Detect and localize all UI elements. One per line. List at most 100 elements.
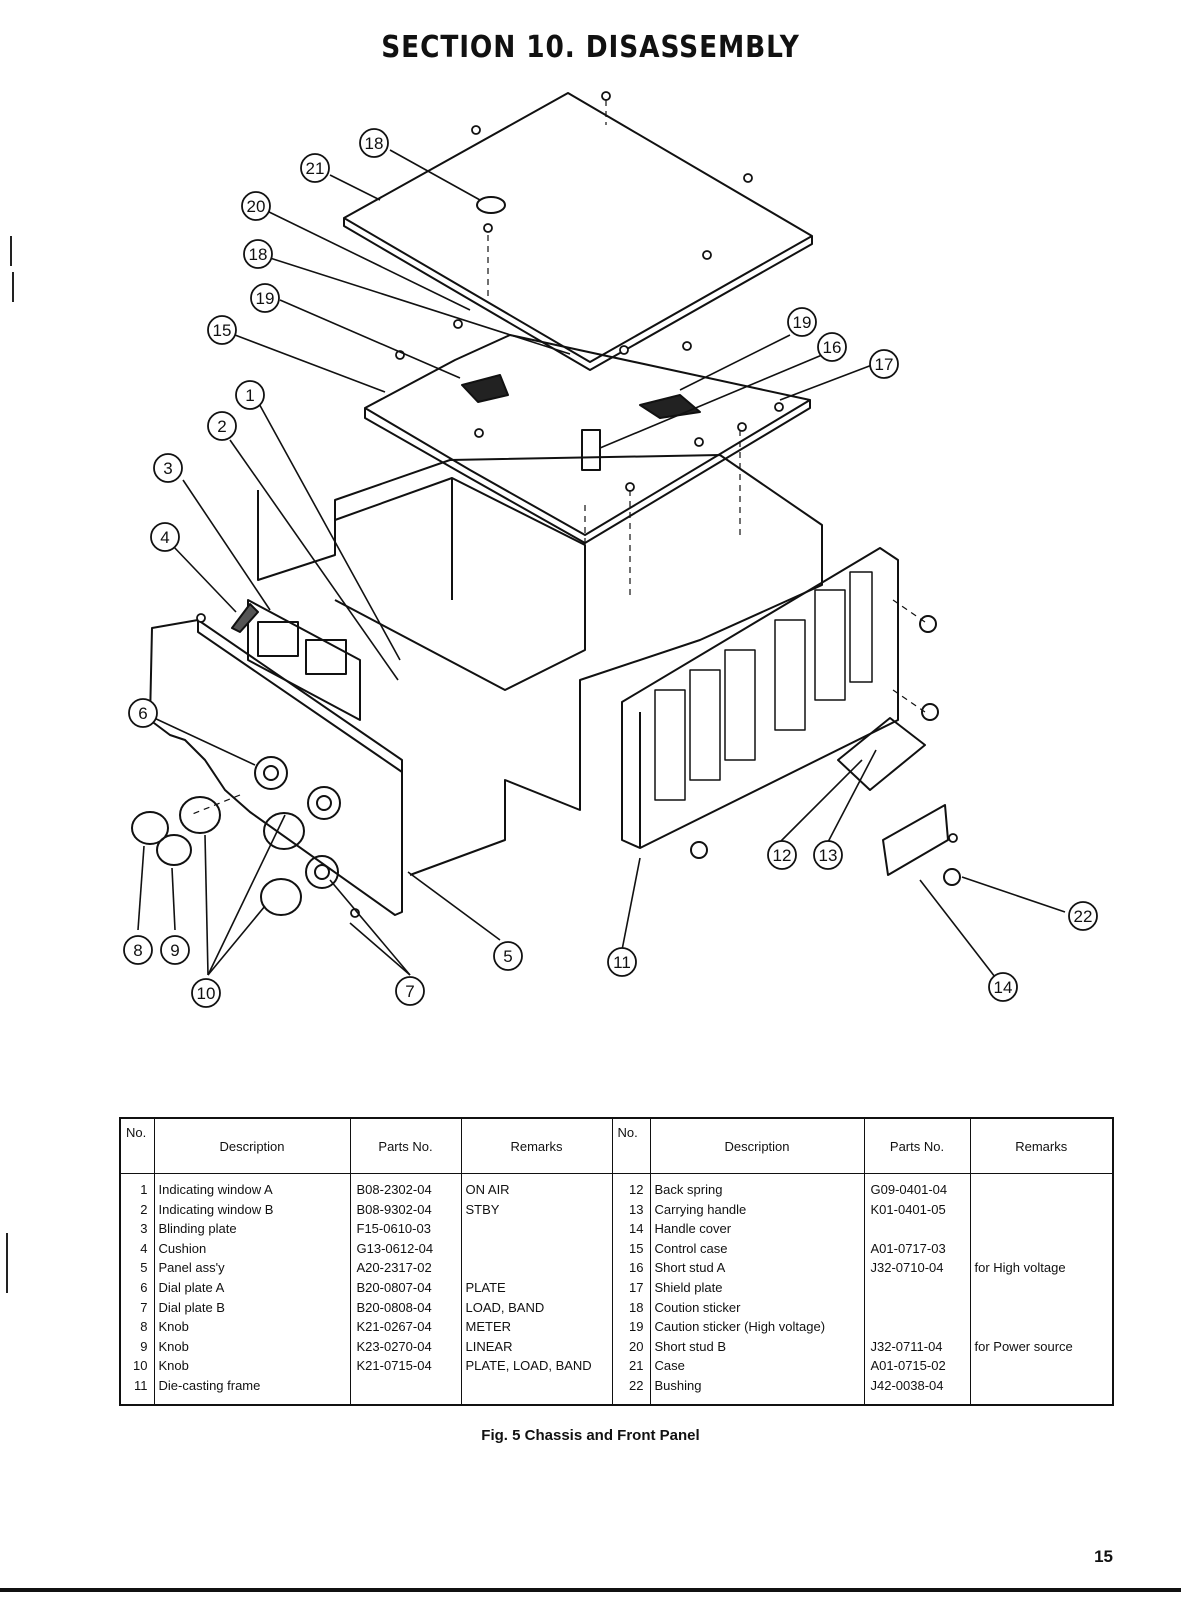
table-cell: [466, 1219, 608, 1239]
table-cell: [975, 1180, 1109, 1200]
table-cell: Coution sticker: [654, 1299, 741, 1315]
table-cell: LINEAR: [465, 1338, 513, 1354]
parts-list-table: No. Description Parts No. Remarks No. De…: [119, 1117, 1114, 1406]
callout-9: 9: [170, 941, 179, 960]
table-header-row: No. Description Parts No. Remarks No. De…: [119, 1117, 1114, 1174]
table-cell: Handle cover: [654, 1221, 732, 1237]
table-cell: [871, 1298, 966, 1318]
table-cell: Indicating window B: [158, 1201, 274, 1217]
table-cell: Knob: [158, 1319, 189, 1335]
header-description-left: Description: [153, 1117, 351, 1174]
callout-18: 18: [249, 245, 268, 264]
table-cell: 7: [140, 1299, 148, 1315]
table-cell: 20: [629, 1338, 644, 1354]
chassis-inner: [334, 477, 586, 691]
page-number: 15: [1094, 1547, 1113, 1566]
knob-linear: [156, 834, 192, 866]
table-cell: Blinding plate: [158, 1221, 237, 1237]
rear-die-casting-frame: [621, 547, 899, 849]
exploded-view-diagram: 18 21 20 18 19 15 1 2 3 4 6 19 16 17 12 …: [123, 91, 1098, 1008]
table-cell: 13: [629, 1201, 644, 1217]
table-cell: B20-0807-04: [356, 1279, 432, 1295]
header-remarks-left: Remarks: [460, 1117, 613, 1174]
table-cell: A20-2317-02: [356, 1260, 432, 1276]
callout-17: 17: [875, 355, 894, 374]
table-cell: K23-0270-04: [356, 1338, 432, 1354]
callout-1: 1: [245, 386, 254, 405]
table-cell: Back spring: [654, 1182, 723, 1197]
table-cell: [466, 1376, 608, 1396]
chassis-body-outline: [257, 454, 823, 876]
table-cell: 2: [140, 1201, 148, 1217]
callout-4: 4: [160, 528, 169, 547]
cushion: [231, 603, 259, 633]
table-cell: [975, 1200, 1109, 1220]
callout-3: 3: [163, 459, 172, 478]
table-cell: Short stud A: [654, 1260, 726, 1276]
callout-10: 10: [197, 984, 216, 1003]
table-cell: [975, 1317, 1109, 1337]
callout-12: 12: [773, 846, 792, 865]
table-cell: [466, 1239, 608, 1259]
table-cell: Carrying handle: [654, 1201, 747, 1217]
table-cell: 12: [629, 1182, 644, 1197]
table-cell: Shield plate: [654, 1279, 723, 1295]
header-description-right: Description: [649, 1117, 865, 1174]
table-cell: [975, 1278, 1109, 1298]
table-cell: [871, 1278, 966, 1298]
table-cell: 22: [629, 1377, 644, 1393]
table-cell: Die-casting frame: [158, 1377, 261, 1393]
callout-18: 18: [365, 134, 384, 153]
table-cell: ON AIR: [465, 1182, 510, 1197]
caution-sticker-high-voltage-a: [461, 374, 509, 403]
table-cell: STBY: [465, 1201, 500, 1217]
description-column-left: Indicating window A Indicating window B Bl…: [153, 1173, 351, 1405]
table-cell: [466, 1258, 608, 1278]
table-cell: 5: [140, 1260, 148, 1276]
case-top-cover-edge: [343, 218, 813, 371]
table-cell: 4: [140, 1240, 148, 1256]
table-cell: J42-0038-04: [870, 1377, 944, 1393]
table-cell: Panel ass'y: [158, 1260, 225, 1276]
table-cell: METER: [465, 1319, 512, 1335]
callout-16: 16: [823, 338, 842, 357]
table-cell: [975, 1219, 1109, 1239]
table-cell: B20-0808-04: [356, 1299, 432, 1315]
table-cell: K21-0267-04: [356, 1319, 432, 1335]
front-panel-assy: [149, 619, 403, 916]
callout-11: 11: [613, 953, 631, 972]
table-cell: 9: [140, 1338, 148, 1354]
callout-7: 7: [405, 982, 414, 1001]
table-cell: [975, 1239, 1109, 1259]
table-cell: 3: [140, 1221, 148, 1237]
header-no-right: No.: [611, 1117, 651, 1174]
table-cell: [871, 1219, 966, 1239]
table-cell: LOAD, BAND: [465, 1299, 545, 1315]
indicating-window-b: [305, 639, 347, 675]
bushing: [943, 868, 961, 886]
table-cell: 10: [133, 1358, 148, 1374]
header-remarks-right: Remarks: [969, 1117, 1114, 1174]
indicating-window-a: [257, 621, 299, 657]
case-top-cover: [343, 92, 813, 363]
table-cell: PLATE, LOAD, BAND: [465, 1358, 592, 1374]
callout-20: 20: [247, 197, 266, 216]
table-cell: PLATE: [465, 1279, 506, 1295]
caution-sticker-shape: [476, 196, 506, 214]
callout-8: 8: [133, 941, 142, 960]
callout-22: 22: [1074, 907, 1093, 926]
table-cell: Knob: [158, 1338, 189, 1354]
table-cell: [871, 1317, 966, 1337]
table-cell: G09-0401-04: [870, 1182, 948, 1197]
table-cell: Dial plate A: [158, 1279, 225, 1295]
section-title: SECTION 10. DISASSEMBLY: [381, 30, 800, 65]
callout-13: 13: [819, 846, 838, 865]
table-cell: for High voltage: [974, 1260, 1066, 1276]
table-cell: B08-9302-04: [356, 1201, 432, 1217]
table-cell: Bushing: [654, 1377, 702, 1393]
table-cell: [975, 1356, 1109, 1376]
table-cell: Indicating window A: [158, 1182, 273, 1197]
